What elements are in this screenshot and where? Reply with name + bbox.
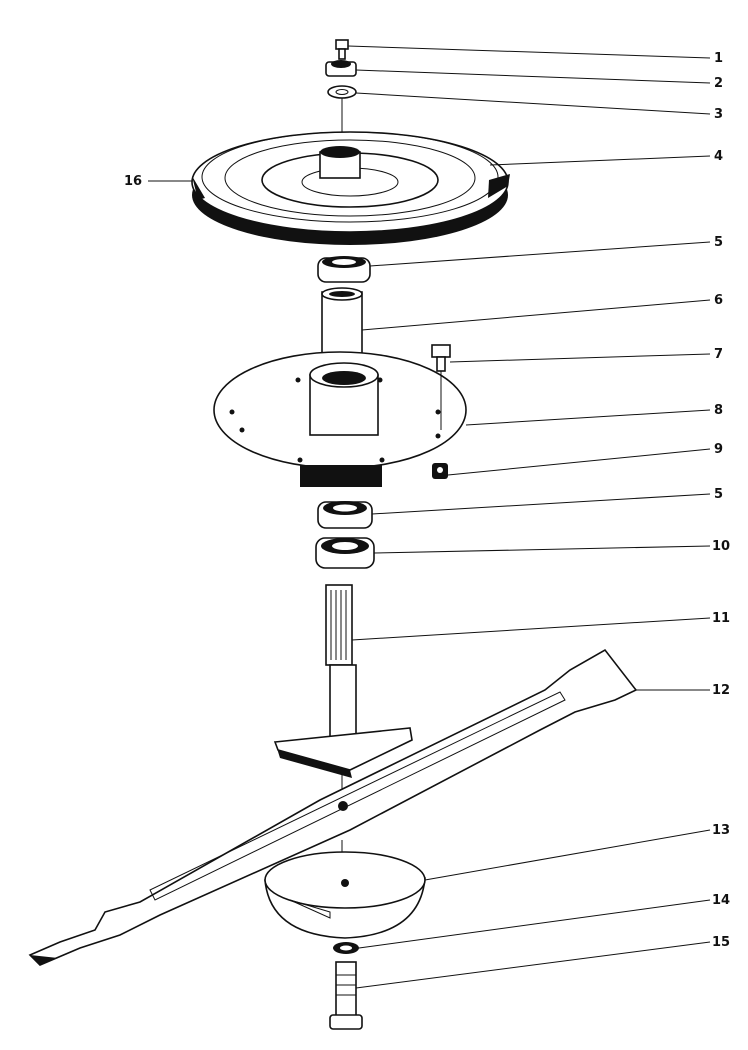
- part-bolt-bottom: [329, 961, 363, 1030]
- callout-9: 9: [714, 442, 723, 457]
- part-housing-plate: [213, 351, 467, 487]
- part-spindle-shaft: [273, 584, 413, 778]
- callout-14: 14: [712, 893, 730, 908]
- part-bolt-housing: [431, 344, 451, 430]
- part-nut: [325, 60, 357, 77]
- part-bolt-top: [335, 39, 349, 60]
- leader-lines: [148, 45, 711, 989]
- callout-12: 12: [712, 683, 730, 698]
- callout-10: 10: [712, 539, 730, 554]
- part-bearing-lower: [317, 501, 373, 529]
- callout-8: 8: [714, 403, 723, 418]
- part-blade-cup: [264, 851, 426, 939]
- part-pulley: [191, 131, 510, 245]
- callout-7: 7: [714, 347, 723, 362]
- callout-1: 1: [714, 51, 723, 66]
- callout-11: 11: [712, 611, 730, 626]
- part-seal: [315, 537, 375, 569]
- part-spacer-tube: [321, 287, 363, 363]
- callout-16: 16: [124, 174, 142, 189]
- callout-labels: 1 2 3 4 5 6 7 8 9 5 10 11 12 13 14 15 16: [124, 51, 730, 950]
- callout-6: 6: [714, 293, 723, 308]
- part-bearing-upper: [317, 256, 371, 283]
- callout-2: 2: [714, 76, 723, 91]
- callout-15: 15: [712, 935, 730, 950]
- callout-13: 13: [712, 823, 730, 838]
- callout-3: 3: [714, 107, 723, 122]
- callout-5-upper: 5: [714, 235, 723, 250]
- callout-5-lower: 5: [714, 487, 723, 502]
- callout-4: 4: [714, 149, 723, 164]
